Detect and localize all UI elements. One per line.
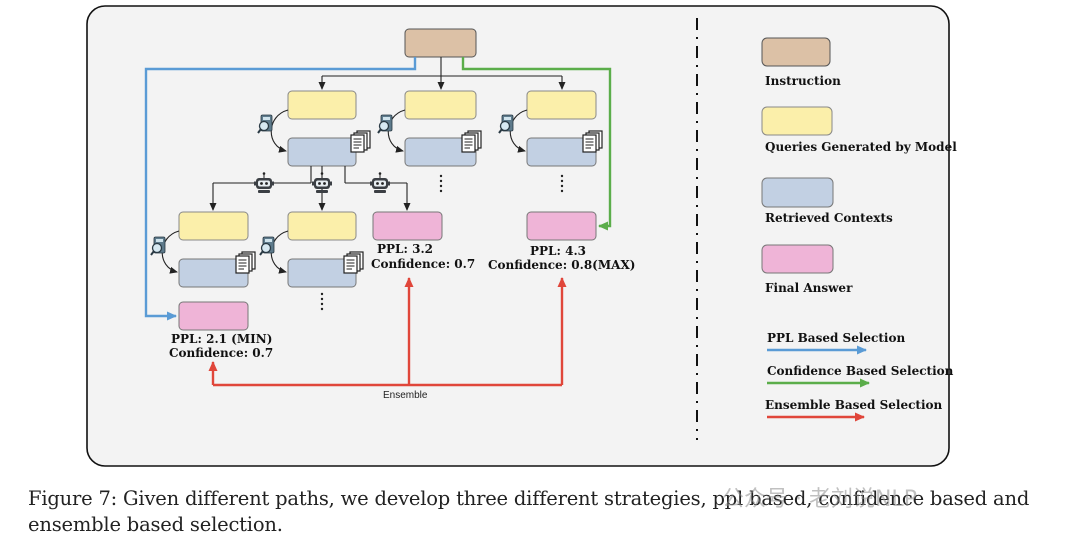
query-box [178, 211, 249, 241]
diagram-canvas: PPL: 3.2 Confidence: 0.7 PPL: 4.3 Confid… [86, 5, 957, 467]
document-stack-icon [235, 251, 256, 274]
confidence-label: Confidence: 0.8(MAX) [488, 258, 635, 272]
figure-frame [86, 5, 950, 467]
legend-swatch-queries [761, 106, 833, 136]
legend-label-contexts: Retrieved Contexts [765, 211, 893, 225]
ppl-label: PPL: 3.2 [377, 242, 433, 256]
ensemble-label: Ensemble [383, 390, 428, 401]
legend-label-ensemble-selection: Ensemble Based Selection [765, 398, 943, 412]
document-stack-icon [350, 130, 371, 153]
legend-label-final-answer: Final Answer [765, 281, 853, 295]
document-stack-icon [343, 251, 364, 274]
watermark: 公众号 · 老刘说NLP [722, 487, 917, 512]
confidence-selection-arrow [461, 57, 612, 231]
document-stack-icon [582, 130, 603, 153]
vertical-ellipsis-icon [560, 174, 564, 193]
query-box [526, 90, 597, 120]
answer-box [526, 211, 597, 241]
context-box [287, 137, 357, 167]
query-box [404, 90, 477, 120]
ppl-label: PPL: 4.3 [530, 244, 586, 258]
legend-swatch-contexts [761, 177, 834, 208]
query-box [287, 211, 357, 241]
vertical-ellipsis-icon [439, 174, 443, 193]
context-box [404, 137, 477, 167]
vertical-ellipsis-icon [320, 292, 324, 311]
legend-label-instruction: Instruction [765, 74, 841, 88]
legend-label-ppl-selection: PPL Based Selection [767, 331, 905, 345]
answer-box [372, 211, 443, 241]
ensemble-selection-arrow [208, 277, 567, 387]
legend-swatch-final-answer [761, 244, 834, 274]
legend-label-queries: Queries Generated by Model [765, 140, 957, 154]
instruction-box [404, 28, 477, 58]
answer-box [178, 301, 249, 331]
confidence-label: Confidence: 0.7 [371, 257, 475, 271]
legend-label-confidence-selection: Confidence Based Selection [767, 364, 954, 378]
ppl-selection-arrow [144, 57, 417, 321]
document-stack-icon [461, 130, 482, 153]
ppl-label: PPL: 2.1 (MIN) [171, 332, 272, 346]
confidence-label: Confidence: 0.7 [169, 346, 273, 360]
legend-swatch-instruction [761, 37, 831, 67]
query-box [287, 90, 357, 120]
legend: Instruction Queries Generated by Model R… [761, 37, 957, 422]
figure-caption: Figure 7: Given different paths, we deve… [28, 487, 1030, 536]
